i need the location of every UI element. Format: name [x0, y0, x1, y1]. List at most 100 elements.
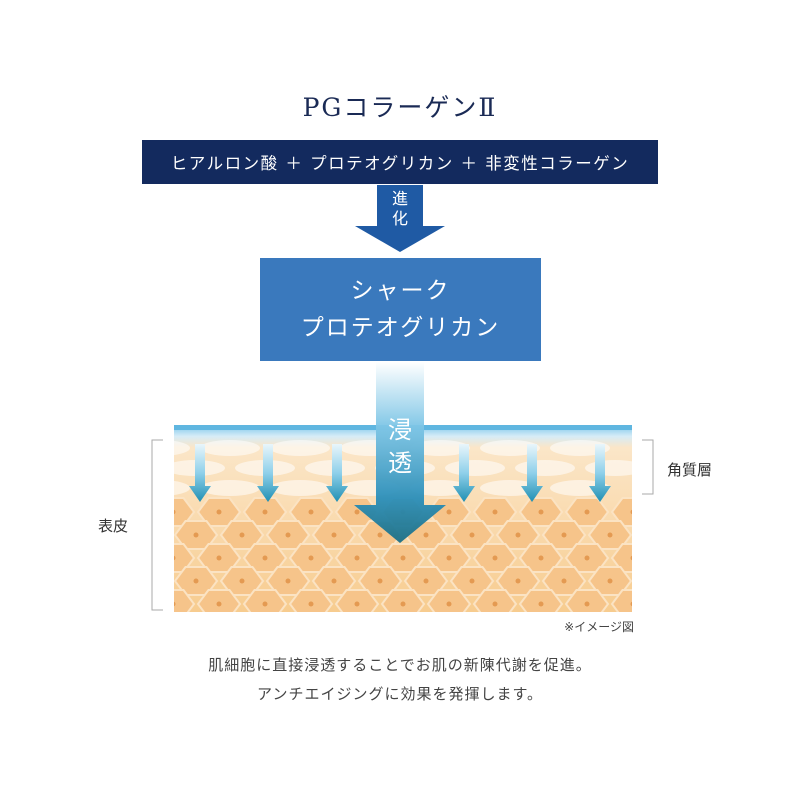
small-penetrate-arrow [257, 444, 279, 502]
cell-nucleus [377, 578, 383, 584]
skin-cell [196, 589, 242, 612]
skin-cell [174, 589, 196, 612]
cell-nucleus [308, 555, 314, 561]
skin-cell [518, 589, 564, 612]
small-penetrate-arrow [189, 444, 211, 502]
horny-cell [445, 460, 505, 476]
skin-cell [174, 497, 196, 527]
evolve-label: 進 化 [378, 189, 422, 229]
horny-cell [270, 480, 330, 496]
cell-nucleus [654, 579, 659, 584]
epidermis-label: 表皮 [98, 517, 129, 535]
cell-nucleus [216, 509, 222, 515]
small-penetrate-arrow [326, 444, 348, 502]
horny-cell [200, 440, 260, 456]
cell-nucleus [561, 532, 567, 538]
evolve-char-2: 化 [391, 209, 408, 228]
cell-nucleus [469, 578, 475, 584]
cell-nucleus [262, 555, 268, 561]
cell-nucleus [308, 509, 314, 515]
cell-nucleus [492, 509, 498, 515]
cell-nucleus [174, 601, 176, 607]
cell-nucleus [515, 578, 521, 584]
cell-nucleus [469, 532, 475, 538]
epidermis-bracket [151, 439, 163, 611]
cell-nucleus [216, 555, 222, 561]
cell-nucleus [515, 532, 521, 538]
cell-nucleus [262, 601, 268, 607]
cell-nucleus [423, 532, 429, 538]
horny-cell [480, 440, 540, 456]
cell-nucleus [584, 509, 590, 515]
skin-cell [334, 589, 380, 612]
cell-nucleus [654, 533, 659, 538]
product-line-2: プロテオグリカン [300, 314, 501, 341]
caption-line-2: アンチエイジングに効果を発揮します。 [257, 685, 543, 703]
cell-nucleus [400, 555, 406, 561]
penetrate-char-1: 浸 [388, 416, 412, 444]
cell-nucleus [630, 555, 632, 561]
cell-nucleus [607, 532, 613, 538]
horny-cell [174, 480, 190, 496]
cell-nucleus [331, 578, 337, 584]
cell-nucleus [492, 555, 498, 561]
cell-nucleus [492, 601, 498, 607]
cell-nucleus [561, 578, 567, 584]
skin-cell [174, 543, 196, 573]
stratum-corneum-bracket [642, 439, 654, 495]
horny-cell [410, 480, 470, 496]
cell-nucleus [538, 509, 544, 515]
cell-nucleus [285, 578, 291, 584]
small-penetrate-arrow [521, 444, 543, 502]
shark-proteoglycan-box: シャーク プロテオグリカン [260, 258, 541, 361]
cell-nucleus [538, 555, 544, 561]
cell-nucleus [584, 601, 590, 607]
cell-nucleus [446, 601, 452, 607]
cell-nucleus [423, 578, 429, 584]
caption-line-1: 肌細胞に直接浸透することでお肌の新陳代謝を促進。 [208, 656, 592, 674]
cell-nucleus [331, 532, 337, 538]
cell-nucleus [354, 509, 360, 515]
cell-nucleus [285, 532, 291, 538]
cell-nucleus [607, 578, 613, 584]
stratum-corneum-label: 角質層 [667, 461, 713, 479]
skin-cell [472, 589, 518, 612]
small-penetrate-arrow [589, 444, 611, 502]
cell-nucleus [446, 509, 452, 515]
cell-nucleus [446, 555, 452, 561]
skin-cell [426, 589, 472, 612]
cell-nucleus [538, 601, 544, 607]
skin-cell [242, 589, 288, 612]
skin-cell [380, 589, 426, 612]
cell-nucleus [308, 601, 314, 607]
cell-nucleus [584, 555, 590, 561]
horny-cell [515, 460, 575, 476]
cell-nucleus [400, 601, 406, 607]
cell-nucleus [354, 555, 360, 561]
horny-cell [270, 440, 330, 456]
skin-cell [288, 589, 334, 612]
skin-cell [129, 567, 171, 595]
horny-cell [480, 480, 540, 496]
skin-cell [564, 589, 610, 612]
penetrate-arrow [354, 362, 446, 543]
horny-cell [174, 440, 190, 456]
cell-nucleus [262, 509, 268, 515]
skin-cell [635, 521, 677, 549]
penetrate-char-2: 透 [388, 449, 412, 477]
skin-cell [610, 589, 632, 612]
horny-cell [200, 480, 260, 496]
product-line-1: シャーク [350, 277, 451, 304]
penetrate-label: 浸 透 [370, 414, 430, 480]
cell-nucleus [630, 509, 632, 515]
evolve-arrow [355, 185, 445, 252]
cell-nucleus [377, 532, 383, 538]
image-note: ※イメージ図 [564, 620, 634, 634]
diagram-title: PGコラーゲンⅡ [302, 93, 498, 122]
ingredients-banner: ヒアルロン酸 ＋ プロテオグリカン ＋ 非変性コラーゲン [142, 140, 658, 184]
skin-cell [129, 521, 171, 549]
skin-cell [635, 567, 677, 595]
cell-nucleus [239, 532, 245, 538]
evolve-char-1: 進 [391, 189, 408, 208]
